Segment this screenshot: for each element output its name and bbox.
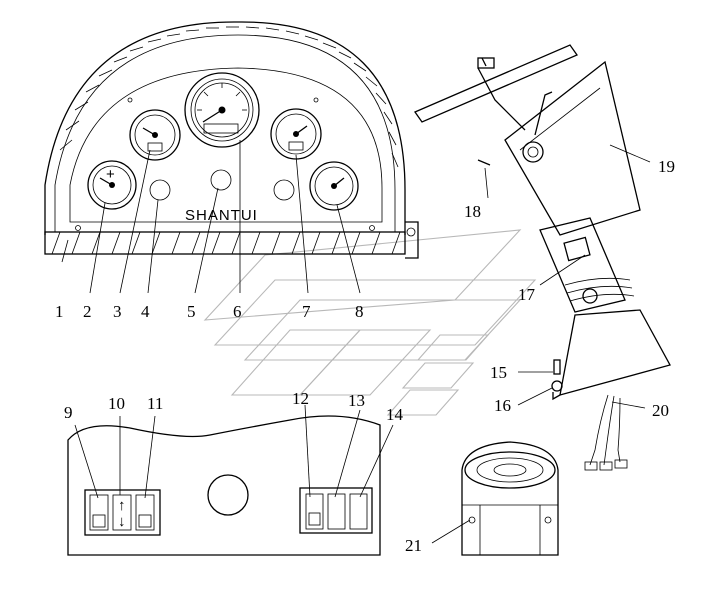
callout-16: 16 (494, 396, 511, 415)
callout-4: 4 (141, 302, 150, 321)
callout-8: 8 (355, 302, 364, 321)
steering-assembly (414, 44, 671, 471)
instrument-cluster (44, 21, 419, 259)
tachometer-gauge (184, 72, 260, 148)
callout-18: 18 (464, 202, 481, 221)
callout-14: 14 (386, 405, 404, 424)
gauge-right-small (309, 161, 359, 211)
callout-5: 5 (187, 302, 196, 321)
gauge-left-small: + (87, 160, 137, 210)
callout-17: 17 (518, 285, 536, 304)
gauge-left-upper (129, 109, 181, 161)
arrow-down-icon: ↓ (118, 513, 127, 530)
svg-text:+: + (106, 166, 116, 183)
callout-9: 9 (64, 403, 73, 422)
steering-base-unit (431, 441, 559, 556)
misc-leaders (484, 144, 651, 409)
callout-20: 20 (652, 401, 669, 420)
callout-6: 6 (233, 302, 242, 321)
brand-label: SHANTUI (185, 207, 258, 224)
callout-3: 3 (113, 302, 122, 321)
indicator-lamp-right (273, 179, 295, 201)
callout-10: 10 (108, 394, 125, 413)
switch-panel: ↑ ↓ (67, 415, 381, 556)
indicator-lamp-center (210, 169, 232, 191)
callout-11: 11 (147, 394, 163, 413)
callout-numbers: 1 2 3 4 5 6 7 8 9 10 11 12 13 14 15 16 1… (55, 157, 675, 555)
switch-leaders (74, 404, 394, 499)
arrow-up-icon: ↑ (118, 497, 127, 514)
callout-1: 1 (55, 302, 64, 321)
callout-12: 12 (292, 389, 309, 408)
callout-15: 15 (490, 363, 507, 382)
callout-13: 13 (348, 391, 365, 410)
callout-21: 21 (405, 536, 422, 555)
callout-2: 2 (83, 302, 92, 321)
indicator-lamp-left (149, 179, 171, 201)
gauge-right-upper (270, 108, 322, 160)
cluster-leaders (61, 140, 361, 294)
watermark-logo (203, 229, 537, 416)
callout-7: 7 (302, 302, 311, 321)
callout-19: 19 (658, 157, 675, 176)
